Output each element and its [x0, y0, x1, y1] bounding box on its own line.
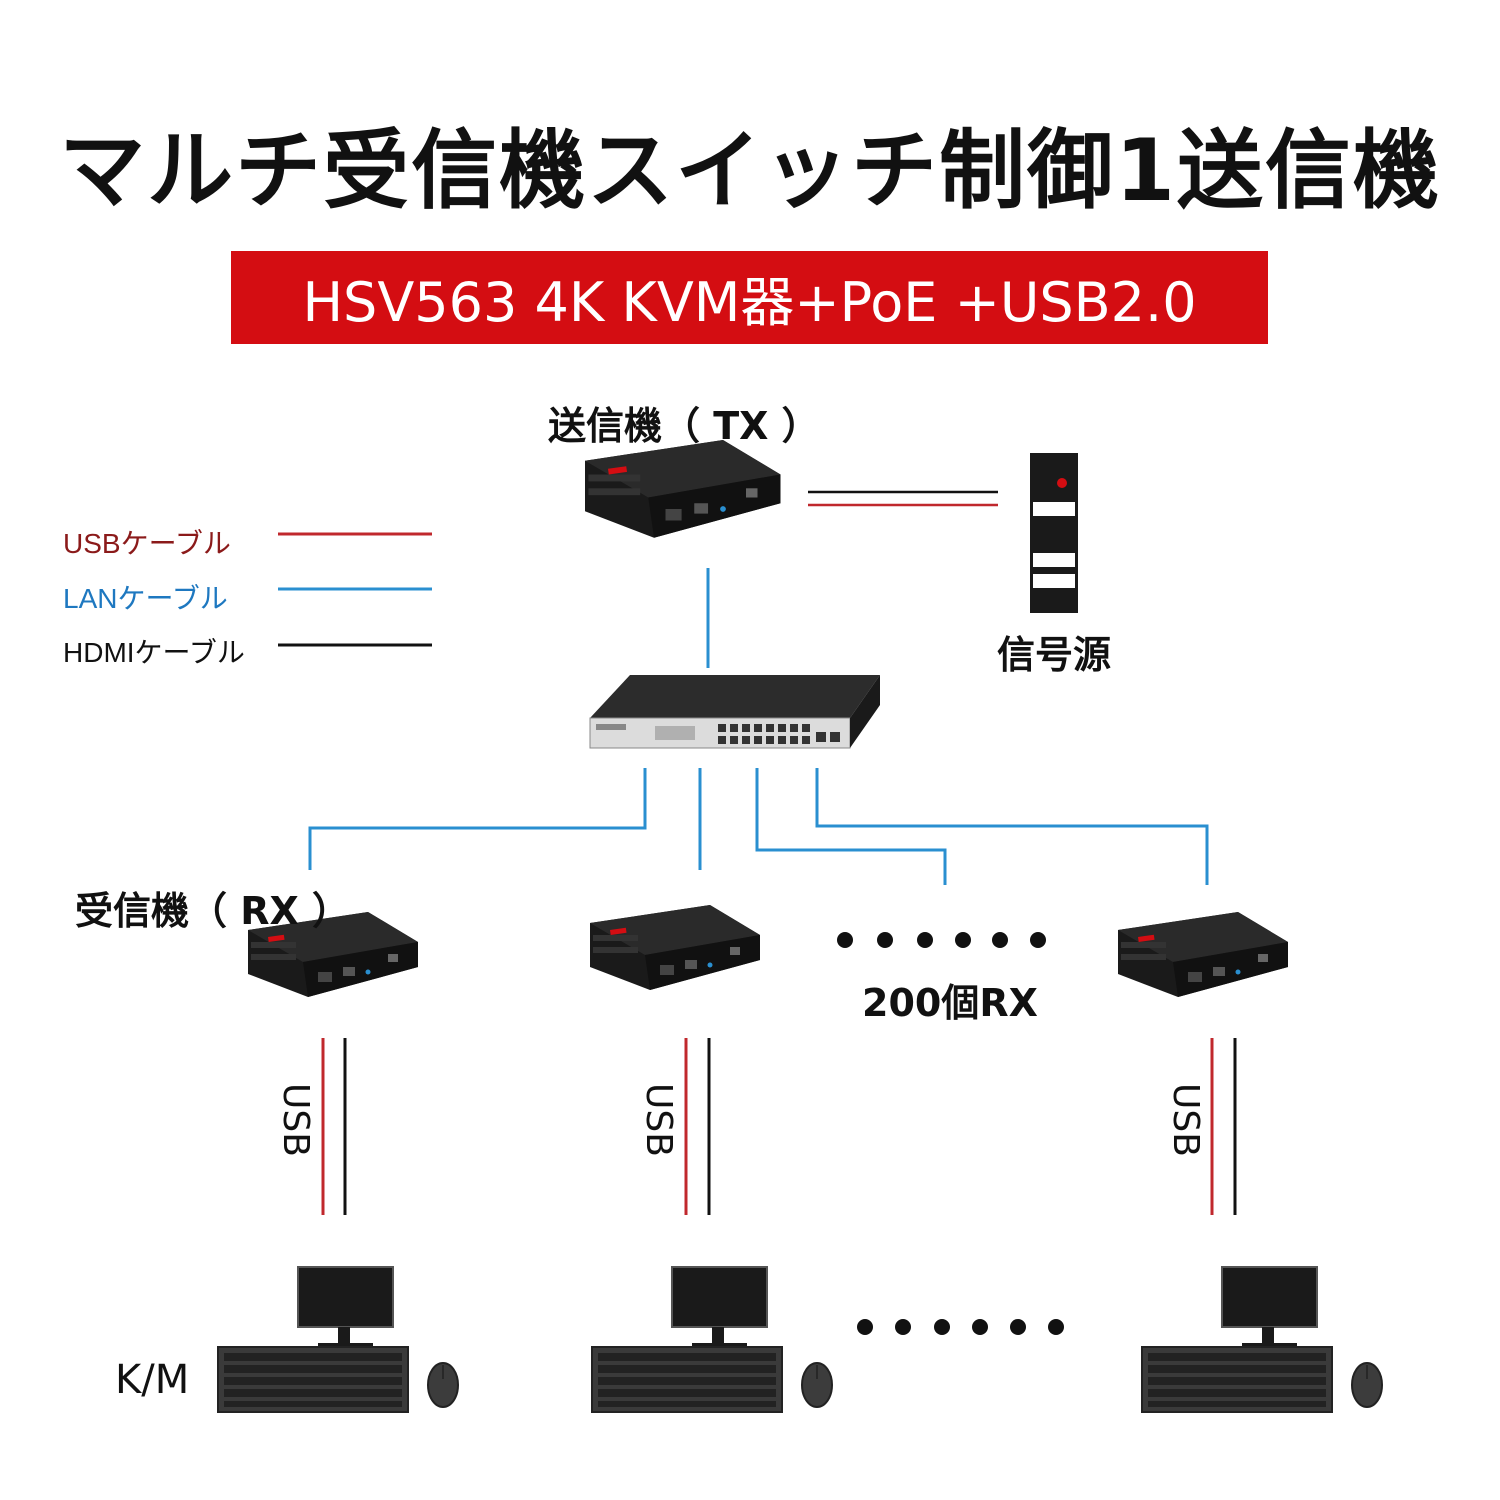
usb-cable-label-3: USB — [1165, 1083, 1206, 1157]
signal-source-tower — [1030, 453, 1078, 613]
legend-usb-label: USBケーブル — [63, 528, 231, 559]
rx-device-2 — [590, 905, 760, 990]
tx-device — [585, 440, 781, 538]
pc-station-3 — [1141, 1266, 1383, 1413]
rx-label: 受信機（ RX ） — [75, 889, 351, 933]
poe-switch — [589, 675, 880, 749]
legend-hdmi-label: HDMIケーブル — [63, 637, 245, 668]
signal-source-label: 信号源 — [997, 633, 1112, 677]
tx-label: 送信機（ TX ） — [548, 404, 820, 448]
ellipsis-dots-rx — [837, 932, 1046, 948]
pc-station-2 — [591, 1266, 833, 1413]
rx-pc-cables — [321, 1038, 1237, 1215]
ellipsis-dots-pc — [857, 1319, 1064, 1335]
page-title: マルチ受信機スイッチ制御1送信機 — [59, 121, 1441, 221]
lan-distribution — [308, 768, 1209, 885]
rx-device-3 — [1118, 912, 1288, 997]
usb-cable-label-2: USB — [638, 1083, 679, 1157]
usb-cable-label-1: USB — [275, 1083, 316, 1157]
km-label: K/M — [115, 1357, 190, 1403]
rx-count-label: 200個RX — [862, 981, 1038, 1025]
product-banner: HSV563 4K KVM器+PoE +USB2.0 — [231, 251, 1268, 344]
legend-lan-label: LANケーブル — [63, 583, 228, 614]
pc-station-1 — [217, 1266, 459, 1413]
